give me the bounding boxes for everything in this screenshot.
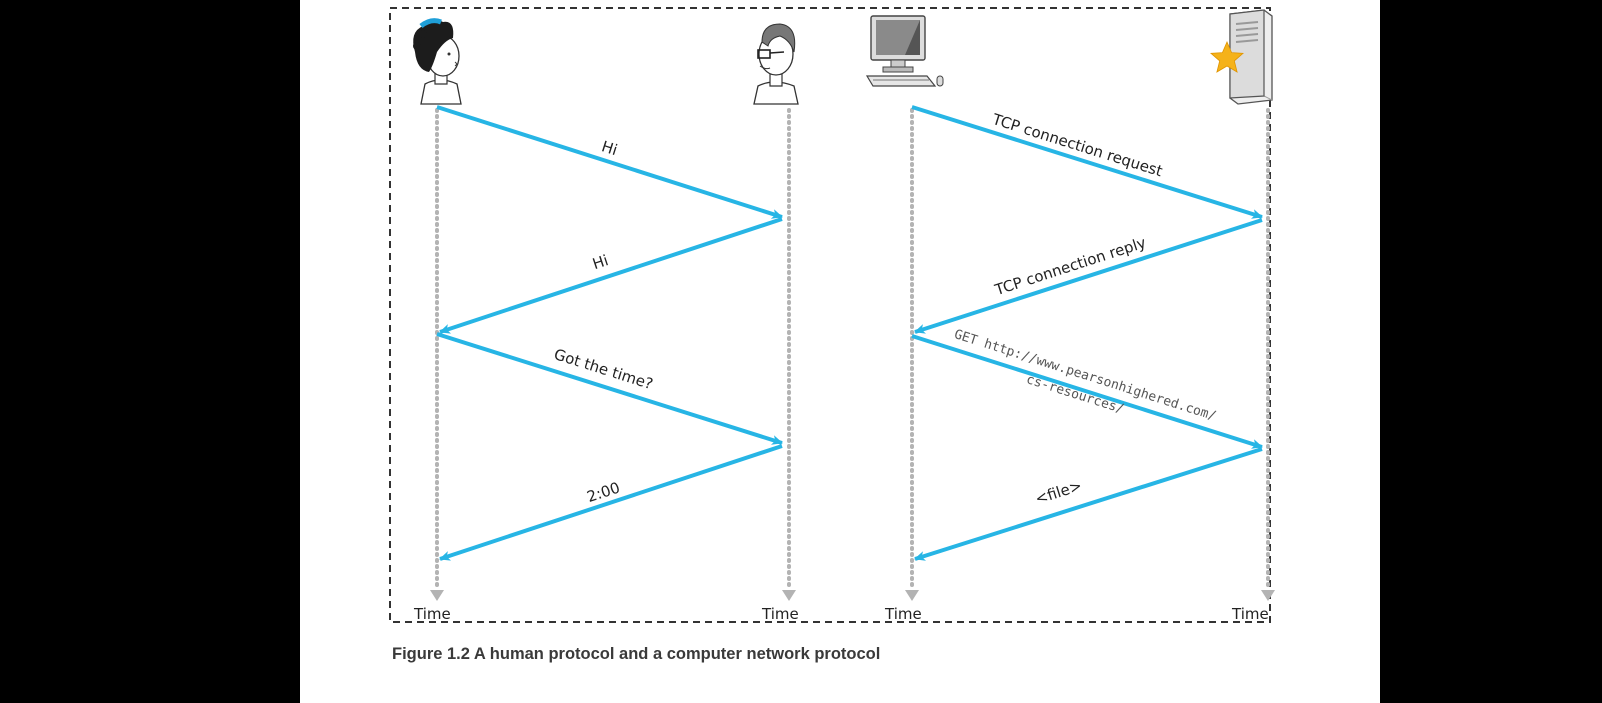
label-hi-reply: Hi [590,251,610,273]
timeline-man [782,108,796,601]
arrow-time-request [436,332,783,445]
timeline-woman [430,108,444,601]
label-tcp-request: TCP connection request [989,110,1164,180]
timeline-server [1261,108,1275,601]
time-label-computer: Time [884,605,922,623]
time-label-server: Time [1231,605,1269,623]
server-icon [1229,9,1273,105]
time-label-man: Time [761,605,799,623]
protocol-diagram: Hi Hi Got the time? 2:00 TCP connection … [389,7,1275,623]
arrow-hi-reply [439,217,783,334]
label-tcp-reply: TCP connection reply [992,233,1149,299]
computer-icon [865,15,944,87]
arrow-time-reply [439,444,783,561]
arrow-tcp-reply [914,218,1263,334]
label-file-reply: <file> [1033,476,1084,508]
page: Hi Hi Got the time? 2:00 TCP connection … [300,0,1380,703]
timeline-computer [905,108,919,601]
arrow-hi-request [436,105,783,219]
figure-caption: Figure 1.2 A human protocol and a comput… [392,645,881,663]
time-label-woman: Time [413,605,451,623]
diagram-frame [389,7,1271,623]
label-hi-request: Hi [599,137,619,159]
star-icon [1210,40,1244,73]
label-get-line1: GET http://www.pearsonhighered.com/ [952,327,1218,424]
man-icon [753,23,799,105]
arrow-file-reply [914,447,1263,561]
woman-icon [413,18,462,105]
arrow-get-request [911,334,1263,449]
arrow-tcp-request [911,105,1263,219]
